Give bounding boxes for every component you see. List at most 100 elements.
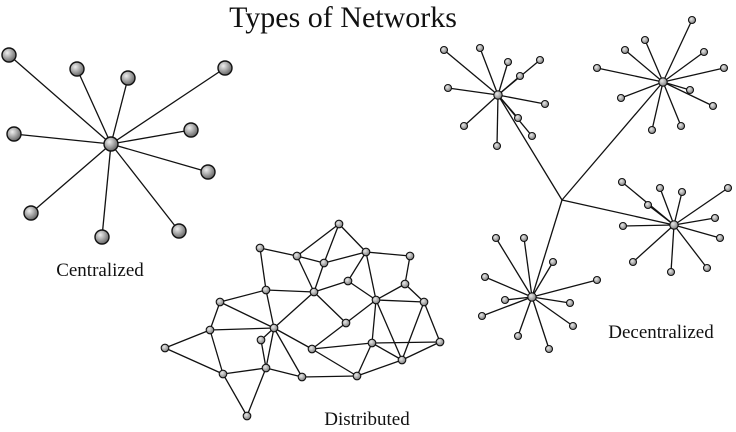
distributed-node [343, 276, 353, 286]
decentralized-leaf-node [710, 213, 720, 223]
centralized-leaf-node [200, 164, 216, 180]
distributed-node [371, 295, 381, 305]
decentralized-network-edges [443, 19, 729, 350]
distributed-edge [301, 375, 358, 378]
decentralized-leaf-node [475, 43, 485, 53]
decentralized-leaf-node [640, 35, 650, 45]
distributed-edge [323, 223, 340, 264]
decentralized-leaf-node [628, 257, 638, 267]
centralized-hub-node [103, 136, 119, 152]
centralized-leaf-node [120, 70, 136, 86]
decentralized-hub-node [527, 292, 537, 302]
distributed-edge [404, 255, 411, 285]
decentralized-edge [517, 296, 533, 337]
distributed-edge [164, 329, 211, 349]
distributed-edge [375, 283, 406, 301]
decentralized-edge [484, 276, 533, 298]
distributed-edge [401, 301, 425, 361]
distributed-edge [273, 327, 313, 350]
decentralized-trunk-edge [531, 199, 563, 298]
distributed-edge [260, 339, 267, 369]
decentralized-leaf-node [513, 331, 523, 341]
decentralized-edge [443, 49, 499, 96]
decentralized-edge [673, 217, 716, 226]
decentralized-leaf-node [492, 141, 502, 151]
decentralized-leaf-node [540, 99, 550, 109]
decentralized-leaf-node [491, 233, 501, 243]
decentralized-leaf-node [519, 233, 529, 243]
centralized-leaf-node [183, 122, 199, 138]
distributed-edge [423, 301, 441, 343]
distributed-node [367, 338, 377, 348]
decentralized-leaf-node [723, 183, 733, 193]
centralized-edge [30, 143, 112, 214]
distributed-edge [345, 299, 377, 324]
distributed-edge [296, 223, 340, 257]
diagram-title: Types of Networks [229, 1, 457, 34]
decentralized-edge [531, 296, 574, 327]
decentralized-leaf-node [500, 295, 510, 305]
decentralized-leaf-node [616, 93, 626, 103]
decentralized-leaf-node [439, 45, 449, 55]
decentralized-leaf-node [515, 71, 525, 81]
distributed-edge [371, 342, 403, 361]
centralized-edge [110, 143, 209, 173]
distributed-edge [164, 347, 224, 375]
decentralized-leaf-node [643, 200, 653, 210]
decentralized-leaf-node [535, 55, 545, 65]
decentralized-hub-node [493, 90, 503, 100]
decentralized-edge [673, 187, 729, 226]
distributed-edge [365, 251, 411, 257]
decentralized-edge [497, 61, 509, 96]
decentralized-edge [662, 81, 682, 127]
distributed-node [361, 247, 371, 257]
distributed-edge [347, 251, 367, 282]
distributed-edge [365, 251, 377, 301]
distributed-edge [265, 289, 315, 293]
distributed-node [215, 297, 225, 307]
decentralized-edge [651, 81, 664, 131]
distributed-node [405, 251, 415, 261]
decentralized-leaf-node [677, 187, 687, 197]
distributed-node [397, 355, 407, 365]
decentralized-leaf-node [592, 275, 602, 285]
distributed-node [256, 335, 266, 345]
distributed-edge [296, 255, 315, 293]
decentralized-leaf-node [592, 63, 602, 73]
decentralized-leaf-node [685, 85, 695, 95]
decentralized-network-nodes [439, 15, 733, 354]
decentralized-edge [673, 224, 721, 239]
distributed-edge [273, 327, 303, 378]
distributed-label: Distributed [324, 409, 410, 430]
distributed-edge [311, 322, 347, 350]
centralized-leaf-node [171, 223, 187, 239]
decentralized-edge [673, 224, 708, 269]
centralized-edge [110, 143, 180, 232]
distributed-node [242, 411, 252, 421]
decentralized-leaf-node [719, 63, 729, 73]
distributed-edge [323, 251, 367, 264]
centralized-edge [101, 143, 112, 238]
centralized-leaf-node [217, 60, 233, 76]
centralized-leaf-node [94, 229, 110, 245]
decentralized-trunk-edge [561, 199, 675, 226]
decentralized-leaf-node [503, 57, 513, 67]
distributed-edge [265, 289, 275, 329]
distributed-node [400, 279, 410, 289]
centralized-edge [110, 67, 226, 145]
centralized-label: Centralized [56, 260, 144, 281]
decentralized-edge [596, 67, 664, 83]
decentralized-edge [463, 94, 499, 127]
distributed-edge [371, 299, 377, 344]
distributed-node [261, 285, 271, 295]
decentralized-edge [644, 39, 664, 83]
decentralized-edge [447, 87, 499, 96]
decentralized-leaf-node [513, 113, 523, 123]
distributed-node [435, 337, 445, 347]
centralized-leaf-node [1, 47, 17, 63]
decentralized-edge [479, 47, 499, 96]
centralized-network-edges [8, 54, 226, 238]
decentralized-leaf-node [617, 177, 627, 187]
distributed-node [307, 344, 317, 354]
